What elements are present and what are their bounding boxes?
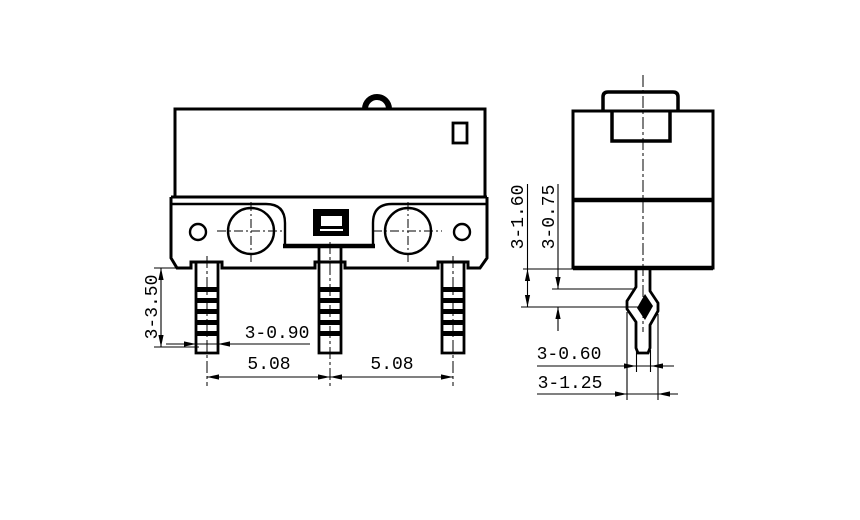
front-boss-right: [371, 202, 487, 245]
dim-label-pin-thickness: 3-0.60: [537, 345, 602, 365]
pin-serration: [442, 309, 464, 314]
arrowhead: [218, 341, 230, 347]
arrowhead: [555, 277, 561, 289]
dim-pin-thickness: 3-0.60: [537, 345, 674, 372]
arrowhead: [330, 374, 342, 380]
side-pin-outline: [625, 268, 660, 355]
pin-outline: [440, 262, 466, 355]
dim-label-pitch-right: 5.08: [370, 355, 413, 375]
pin-outline: [194, 262, 220, 355]
pin-serration: [442, 331, 464, 336]
pin-serration: [196, 331, 218, 336]
dim-label-kink-width: 3-1.25: [538, 374, 603, 394]
pin-serration: [196, 309, 218, 314]
arrowhead: [184, 341, 196, 347]
arrowhead: [158, 335, 164, 347]
front-vent-slot: [451, 121, 469, 145]
dim-label-kink-offset: 3-0.75: [540, 185, 560, 250]
arrowhead: [158, 268, 164, 280]
dim-pin-length: 3-3.50: [143, 267, 199, 348]
arrowhead: [651, 363, 663, 369]
pin-serration: [442, 287, 464, 292]
front-housing-outline: [173, 107, 487, 199]
side-plunger-cap: [601, 90, 680, 111]
mounting-hole-small-left: [188, 222, 208, 242]
front-boss-left: [171, 202, 287, 245]
pin-serration: [196, 287, 218, 292]
arrowhead: [318, 374, 330, 380]
side-plunger-stem: [610, 111, 672, 143]
dim-kink-width: 3-1.25: [537, 312, 678, 400]
arrowhead: [615, 391, 627, 397]
dim-label-pin-to-kink: 3-1.60: [509, 185, 529, 250]
front-latch-button: [313, 209, 349, 236]
dim-pin-width: 3-0.90: [166, 324, 310, 347]
dim-label-pitch-left: 5.08: [247, 355, 290, 375]
arrowhead: [555, 307, 561, 319]
dim-pin-to-kink: 3-1.60: [509, 184, 646, 308]
dim-kink-offset: 3-0.75: [540, 184, 634, 331]
arrowhead: [624, 363, 636, 369]
arrowhead: [441, 374, 453, 380]
mounting-hole-small-right: [452, 222, 472, 242]
latch-slot: [321, 216, 342, 226]
arrowhead: [524, 269, 531, 281]
dim-label-pin-width: 3-0.90: [245, 324, 310, 344]
dim-label-pin-length: 3-3.50: [143, 275, 163, 340]
dim-pin-pitch: 5.08 5.08: [207, 355, 453, 380]
front-view: 3-3.50 3-0.90 5.08 5.08: [143, 94, 489, 386]
side-view: 3-1.60 3-0.75 3-0.60 3-1.25: [509, 75, 715, 400]
arrowhead: [658, 391, 670, 397]
front-hook-loop: [362, 94, 392, 110]
arrowhead: [207, 374, 219, 380]
arrowhead: [524, 295, 531, 307]
